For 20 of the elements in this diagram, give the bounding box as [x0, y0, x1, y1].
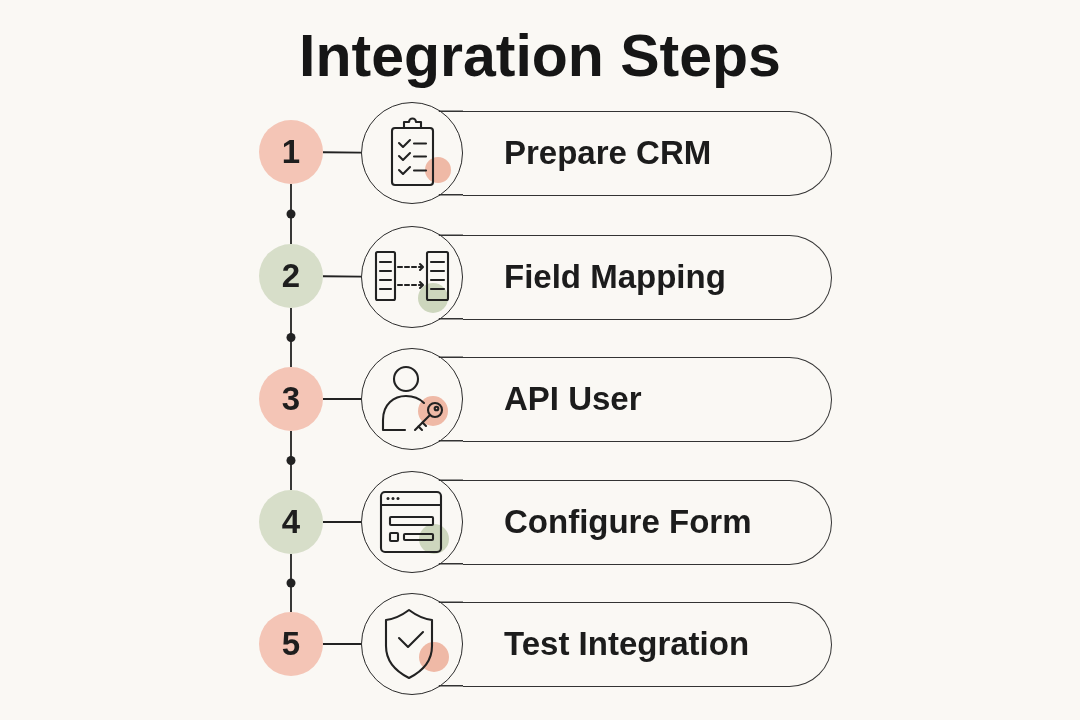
step-number-circle: 4 — [259, 490, 323, 554]
timeline-line — [290, 553, 292, 613]
step-label: Test Integration — [504, 625, 750, 663]
timeline-line — [290, 183, 292, 245]
step-number-circle: 1 — [259, 120, 323, 184]
timeline-line — [290, 307, 292, 368]
step-number-circle: 2 — [259, 244, 323, 308]
connector-line — [322, 643, 362, 645]
step-number-circle: 5 — [259, 612, 323, 676]
step-label: API User — [504, 380, 642, 418]
connector-line — [322, 275, 362, 278]
title: Integration Steps — [299, 27, 781, 86]
step-number-circle: 3 — [259, 367, 323, 431]
connector-line — [322, 151, 362, 154]
timeline-line — [290, 430, 292, 491]
step-label: Prepare CRM — [504, 134, 712, 172]
step-label: Configure Form — [504, 503, 752, 541]
step-label: Field Mapping — [504, 258, 726, 296]
connector-line — [322, 521, 362, 523]
connector-line — [322, 398, 362, 400]
